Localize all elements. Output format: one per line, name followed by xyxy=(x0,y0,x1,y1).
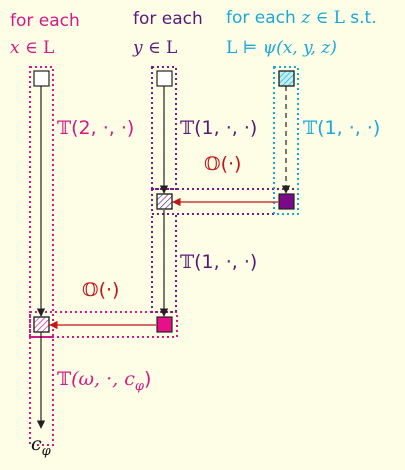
label-out2: 𝕆(·) xyxy=(82,279,119,301)
header-z: for each z ∈ L s.t. L ⊨ ψ(x, y, z) xyxy=(226,7,377,59)
header-z-prefix: for each xyxy=(226,8,296,28)
merge2-node-hatch xyxy=(33,316,50,333)
header-y-rel: ∈ xyxy=(148,38,161,58)
label-x-args: (2, ·, ·) xyxy=(71,117,135,139)
output-sub: φ xyxy=(41,443,51,459)
y-input-node xyxy=(156,70,173,87)
label-final-sub: φ xyxy=(134,378,144,394)
output-var: c xyxy=(31,433,42,455)
label-out1-op: 𝕆 xyxy=(204,153,221,175)
x-input-node xyxy=(33,70,50,87)
label-final-close: ) xyxy=(144,368,152,390)
out1-node xyxy=(278,193,295,210)
label-out1-args: (·) xyxy=(220,153,242,175)
label-x-op: 𝕋 xyxy=(57,117,72,139)
label-z-args: (1, ·, ·) xyxy=(317,117,381,139)
header-z-formula: ψ(x, y, z) xyxy=(262,38,337,58)
label-out1: 𝕆(·) xyxy=(204,153,241,175)
label-z-op: 𝕋 xyxy=(303,117,318,139)
label-final-op: 𝕋 xyxy=(57,368,72,390)
z-scope-box xyxy=(273,66,299,215)
header-x-line1: for each xyxy=(10,11,80,31)
header-y-line1: for each xyxy=(133,9,203,29)
label-final-args: (ω, ·, c xyxy=(71,368,135,390)
label-y-args: (1, ·, ·) xyxy=(194,117,258,139)
label-y-to-merge1: 𝕋(1, ·, ·) xyxy=(180,117,257,139)
label-merge1-op: 𝕋 xyxy=(180,251,195,273)
label-z-to-out1: 𝕋(1, ·, ·) xyxy=(303,117,380,139)
header-y-var: y xyxy=(133,38,143,58)
y-scope-box xyxy=(151,66,299,313)
header-x-var: x xyxy=(10,38,20,58)
header-x: for each x ∈ L xyxy=(10,10,80,59)
label-out2-args: (·) xyxy=(98,279,120,301)
out2-node xyxy=(156,316,173,333)
merge1-node-hatch xyxy=(156,193,173,210)
label-x-to-merge2: 𝕋(2, ·, ·) xyxy=(57,117,134,139)
header-z-model: L xyxy=(226,38,238,58)
header-x-set: L xyxy=(43,38,55,58)
label-final: 𝕋(ω, ·, cφ) xyxy=(57,368,151,394)
output-c-phi: cφ xyxy=(31,433,51,459)
header-z-rel: ∈ xyxy=(315,8,329,28)
header-z-set: L xyxy=(333,8,345,28)
label-out2-op: 𝕆 xyxy=(82,279,99,301)
header-z-suffix: s.t. xyxy=(350,8,377,28)
z-input-node-hatch xyxy=(278,70,295,87)
header-x-rel: ∈ xyxy=(25,38,38,58)
header-y: for each y ∈ L xyxy=(133,8,203,59)
header-y-set: L xyxy=(166,38,178,58)
label-merge1-args: (1, ·, ·) xyxy=(194,251,258,273)
header-z-var: z xyxy=(301,8,311,28)
label-merge1-to-out2: 𝕋(1, ·, ·) xyxy=(180,251,257,273)
header-z-models: ⊨ xyxy=(242,38,258,58)
label-y-op: 𝕋 xyxy=(180,117,195,139)
